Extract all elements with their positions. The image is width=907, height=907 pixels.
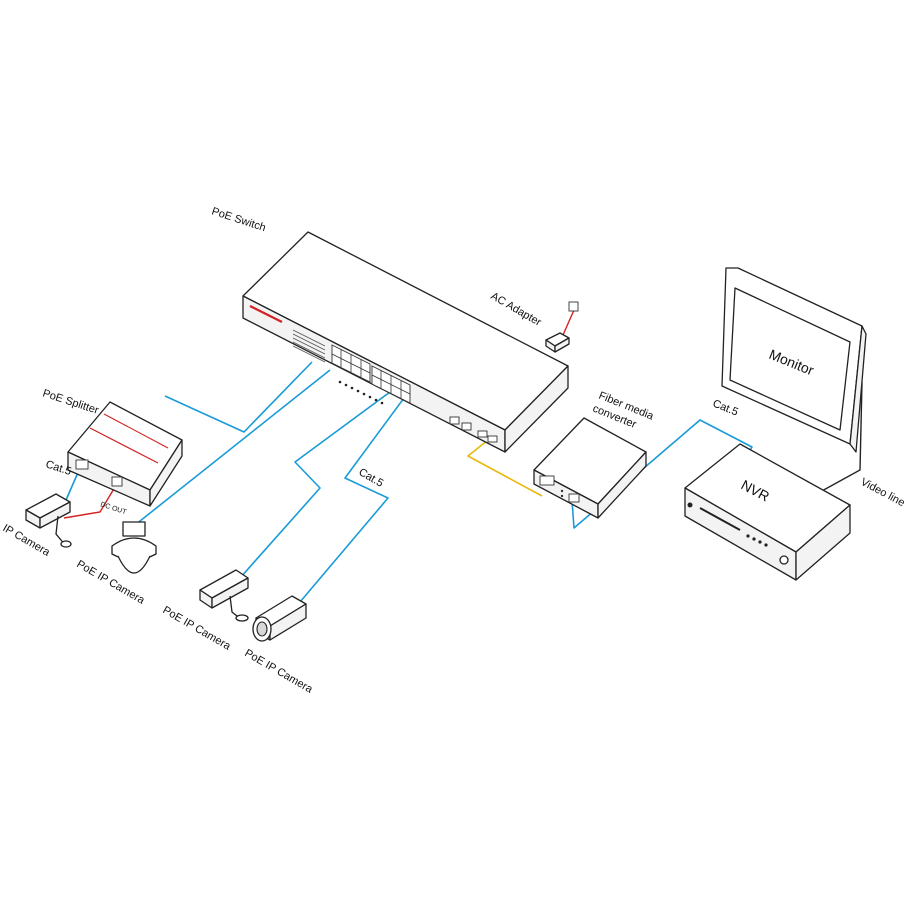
- cable-dc-out: [63, 481, 119, 519]
- monitor: [721, 267, 867, 453]
- cable-switch-to-dome-camera: [134, 369, 331, 526]
- label-ip-camera: IP Camera: [1, 522, 53, 559]
- cable-video-line: [819, 381, 863, 493]
- poe-switch: [242, 231, 569, 453]
- cable-switch-to-bullet-camera: [299, 397, 405, 603]
- cable-switch-to-splitter: [164, 361, 313, 433]
- switch-ports-group-1: [331, 344, 371, 383]
- switch-uplink-port-2: [461, 422, 472, 431]
- poe-bullet-camera: [252, 595, 307, 642]
- switch-sfp-port-2: [487, 435, 498, 443]
- label-video-line: Video line: [859, 476, 907, 509]
- nvr: [684, 443, 851, 581]
- cables: [63, 309, 863, 603]
- switch-sfp-port-1: [477, 430, 488, 438]
- label-poe-splitter: PoE Splitter: [41, 387, 100, 416]
- poe-splitter: [67, 401, 183, 507]
- switch-vents: [292, 329, 326, 363]
- cable-fiber: [467, 439, 543, 497]
- switch-led-row: [338, 380, 384, 405]
- switch-uplink-port-1: [449, 416, 460, 425]
- label-dc-out: DC OUT: [99, 501, 127, 516]
- label-poe-switch: PoE Switch: [210, 205, 267, 234]
- label-cat5-right: Cat.5: [711, 398, 740, 419]
- label-poe-ip-camera-bullet: PoE IP Camera: [243, 647, 316, 696]
- switch-ports-group-2: [371, 365, 411, 404]
- converter-sfp-port: [539, 475, 555, 486]
- fiber-media-converter: [533, 417, 647, 519]
- label-poe-ip-camera-box: PoE IP Camera: [161, 604, 234, 653]
- poe-dome-camera: [111, 521, 157, 574]
- label-ac-adapter: AC Adapter: [489, 290, 544, 329]
- poe-box-camera: [199, 569, 249, 622]
- ip-camera: [25, 493, 72, 548]
- cable-ac-power: [562, 309, 575, 336]
- ac-adapter: [545, 301, 579, 353]
- cable-switch-to-box-camera: [239, 391, 391, 579]
- converter-rj45-port: [568, 493, 580, 503]
